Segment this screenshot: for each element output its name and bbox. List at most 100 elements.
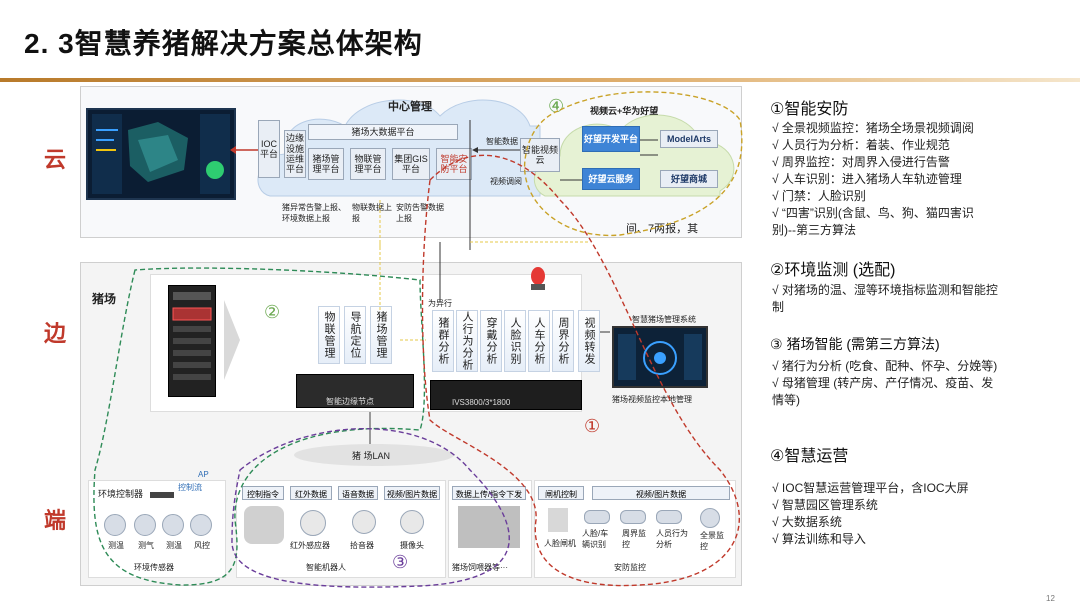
marker-1: ①	[584, 416, 601, 436]
thermometer-icon	[104, 514, 126, 536]
ioc-screen-image	[86, 108, 236, 200]
iot-report-label: 物联数据上报	[352, 203, 392, 223]
monitor-screen-graphic	[618, 334, 702, 380]
infrared-sensor-icon	[300, 510, 326, 536]
robot-device-camera: 摄像头	[400, 541, 424, 550]
wear-analysis-column: 穿戴分析	[480, 310, 502, 372]
security-device-3: 周界监控	[622, 529, 646, 549]
section-4-item: √ 大数据系统	[772, 515, 842, 529]
layer-label-cloud: 云	[44, 147, 67, 172]
monitor-screen-image	[612, 326, 708, 388]
gate-control-tag: 闸机控制	[538, 486, 584, 500]
sensor-label-2: 测气	[138, 541, 154, 550]
panoramic-camera-icon	[700, 508, 720, 528]
cloud-connectors	[230, 120, 658, 250]
section-3-item: √ 猪行为分析 (吃食、配种、怀孕、分娩等)	[772, 359, 998, 373]
security-platform: 智能安防平台	[436, 148, 472, 180]
security-device-2: 人脸/车辆识别	[582, 529, 609, 549]
section-4-item: √ 算法训练和导入	[772, 532, 866, 546]
video-forward-column: 视频转发	[578, 310, 600, 372]
section-1-title: ①智能安防	[770, 101, 849, 118]
person-vehicle-column: 人车分析	[528, 310, 550, 372]
section-4-item: √ IOC智慧运营管理平台，含IOC大屏	[772, 481, 969, 495]
marker-4: ④	[548, 96, 565, 116]
robot-tag-voice: 语音数据	[338, 486, 378, 500]
group-1-outline	[421, 154, 741, 587]
modelarts-box: ModelArts	[660, 130, 718, 148]
ap-label: AP	[198, 470, 209, 479]
section-2-list: √ 对猪场的温、湿等环境指标监测和智能控 制	[772, 282, 1072, 316]
feeder-title: 猪场饲喂器等···	[452, 563, 508, 572]
huawei-title: 视频云+华为好望	[590, 106, 659, 116]
nvr-device	[430, 380, 582, 410]
sensor-label-4: 风控	[194, 541, 210, 550]
edge-node-device	[296, 374, 414, 408]
ioc-dashboard-graphic	[92, 114, 230, 194]
temperature-icon	[162, 514, 184, 536]
iot-mgmt-column: 物联管理	[318, 306, 340, 364]
alarm-report-label: 猪异常告警上报、环境数据上报	[282, 203, 346, 223]
behavior-analysis-column: 人行为分析	[456, 310, 478, 372]
local-mgmt-label: 猪场视频监控本地管理	[612, 395, 692, 404]
farm-lan-ellipse	[294, 444, 454, 466]
security-device-5: 全景监控	[700, 531, 724, 551]
gas-meter-icon	[134, 514, 156, 536]
section-3-list: √ 猪行为分析 (吃食、配种、怀孕、分娩等) √ 母猪管理 (转产房、产仔情况、…	[772, 358, 1072, 409]
behavior-camera-icon	[656, 510, 682, 524]
section-2-item: 制	[772, 300, 785, 314]
group-4-outline	[523, 91, 743, 237]
iot-platform: 物联管理平台	[350, 148, 386, 180]
farm-lan-label: 猪 场LAN	[352, 451, 391, 461]
chevron-right-icon	[224, 300, 240, 380]
swarm-analysis-column: 猪群分析	[432, 310, 454, 372]
perimeter-camera-icon	[620, 510, 646, 524]
robot-device-mic: 拾音器	[350, 541, 374, 550]
big-data-platform: 猪场大数据平台	[308, 124, 458, 140]
robot-tag-infrared: 红外数据	[290, 486, 332, 500]
edge-node-label: 智能边缘节点	[326, 397, 374, 406]
gis-platform: 集团GIS平台	[392, 148, 430, 180]
section-1-item: √ 人车识别：进入猪场人车轨迹管理	[772, 172, 962, 186]
robot-tag-video: 视频/图片数据	[384, 486, 440, 500]
page-title: 2. 3智慧养猪解决方案总体架构	[24, 28, 423, 59]
pig-mgmt-column: 猪场管理	[370, 306, 392, 364]
control-flow-label: 控制流	[178, 483, 202, 492]
robot-image	[244, 506, 284, 544]
overlap-text: 间、7两报，其	[626, 223, 699, 235]
dome-camera-icon	[400, 510, 424, 534]
group-3-outline	[231, 427, 510, 588]
env-controller-label: 环境控制器	[98, 489, 144, 499]
section-2-title: ②环境监测 (选配)	[770, 262, 896, 279]
pig-mgmt-platform: 猪场管理平台	[308, 148, 344, 180]
marker-2: ②	[264, 302, 281, 322]
image-data-tag: 视频/图片数据	[592, 486, 730, 500]
sensor-label-1: 测温	[108, 541, 124, 550]
robot-tag-control: 控制指令	[242, 486, 284, 500]
section-4-item: √ 智慧园区管理系统	[772, 498, 878, 512]
section-3-item: √ 母猪管理 (转产房、产仔情况、疫苗、发	[772, 376, 994, 390]
smart-video-cloud: 智能视频云	[520, 138, 560, 172]
page-number: 12	[1046, 594, 1055, 603]
nvr-label: IVS3800/3*1800	[452, 398, 511, 407]
bullet-camera-icon	[584, 510, 610, 524]
section-3-title: ③ 猪场智能 (需第三方算法)	[770, 336, 940, 352]
layer-label-end: 端	[44, 508, 67, 533]
center-mgmt-title: 中心管理	[388, 101, 432, 113]
edge-connectors	[369, 241, 610, 444]
farm-title: 猪场	[92, 292, 117, 306]
sensor-label-3: 测温	[166, 541, 182, 550]
edge-ops-platform: 边缘设施运维平台	[284, 130, 306, 178]
face-recognition-column: 人脸识别	[504, 310, 526, 372]
security-report-label: 安防告警数据上报	[396, 203, 444, 223]
video-retrieval-label: 视频调阅	[490, 177, 522, 186]
section-1-item: √ “四害”识别(含鼠、鸟、狗、猫四害识	[772, 206, 974, 220]
security-device-1: 人脸闸机	[544, 539, 576, 548]
face-gate-icon	[548, 508, 568, 532]
server-rack-graphic	[172, 292, 212, 380]
section-2-item: √ 对猪场的温、湿等环境指标监测和智能控	[772, 283, 998, 297]
section-1-item: √ 周界监控：对周界入侵进行告警	[772, 155, 950, 169]
behavior-label: 为异行	[428, 299, 452, 308]
robot-device-infrared: 红外感应器	[290, 541, 330, 550]
smart-data-label: 智能数据	[486, 137, 518, 146]
